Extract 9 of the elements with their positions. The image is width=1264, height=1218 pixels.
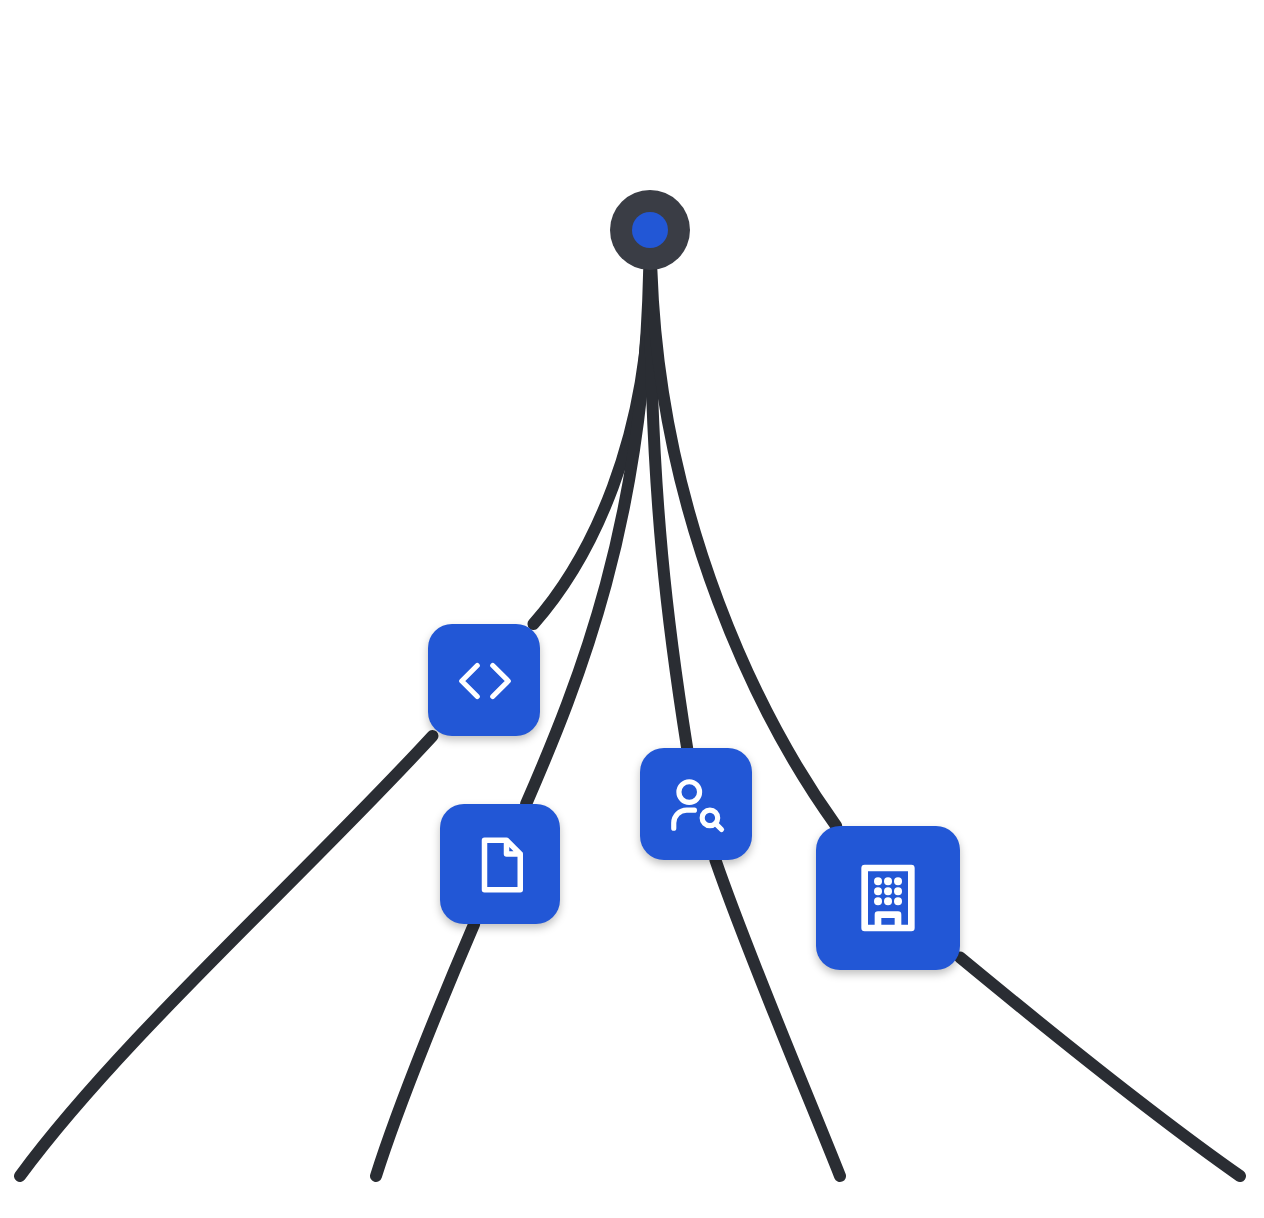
- connector-line: [709, 854, 846, 1182]
- connector-line: [14, 730, 439, 1182]
- icon-badge: [816, 826, 960, 970]
- icon-badge: [428, 624, 540, 736]
- root-circle: [610, 190, 690, 270]
- connector-line: [954, 951, 1246, 1182]
- icon-badge: [440, 804, 560, 924]
- connector-line: [370, 918, 481, 1182]
- icon-badge: [640, 748, 752, 860]
